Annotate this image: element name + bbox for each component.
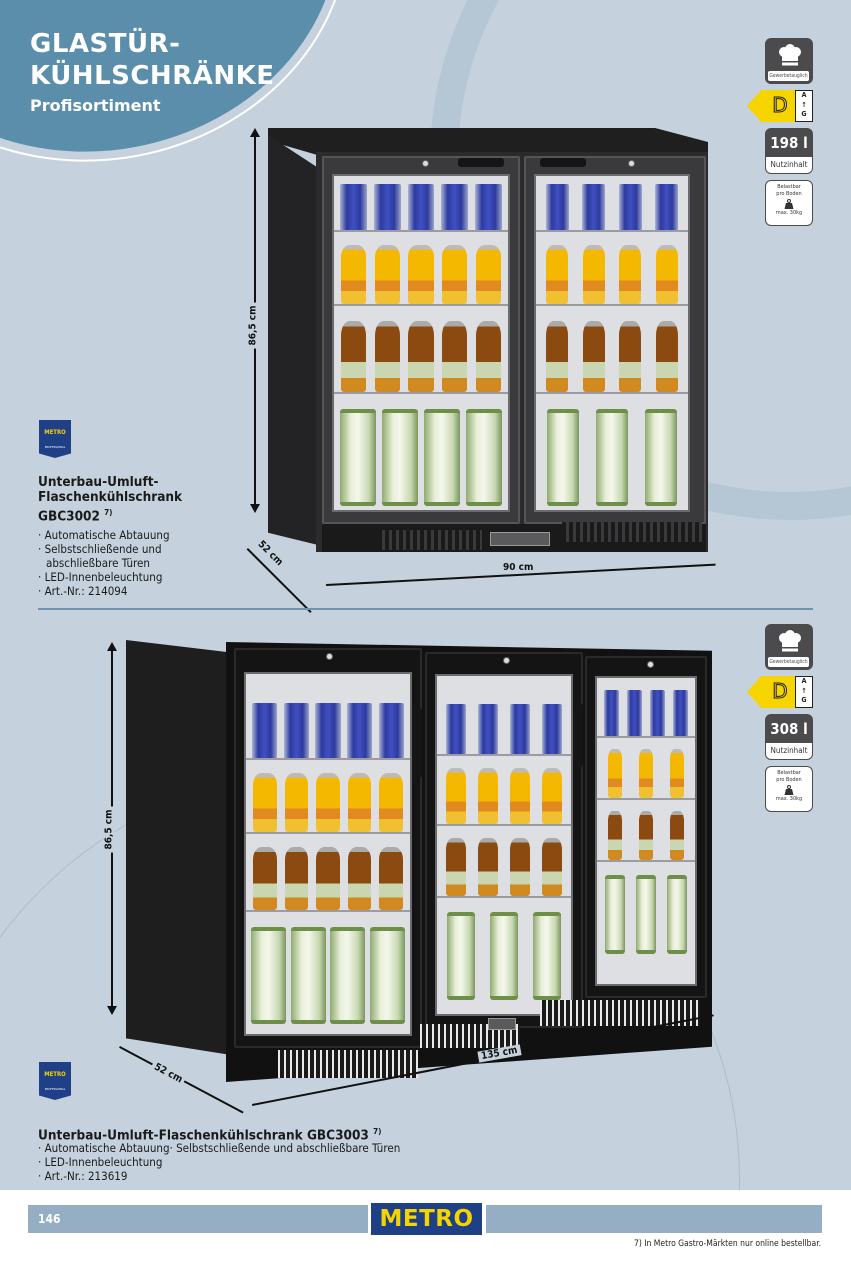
fridge-door [585, 656, 707, 998]
temperature-controller [488, 1018, 516, 1030]
product-name: Unterbau-Umluft- Flaschenkühlschrank GBC… [38, 474, 183, 525]
door-handle [413, 708, 422, 778]
fridge-door [524, 156, 706, 524]
title-line-2: KÜHLSCHRÄNKE [30, 61, 275, 91]
title-line-1: GLASTÜR- [30, 29, 181, 59]
feature-item: LED-Innenbeleuchtung [38, 1155, 400, 1169]
arrow-up-icon: ↑ [801, 100, 807, 109]
feature-item: Automatische Abtauung [38, 528, 170, 542]
arrow-up-icon [250, 128, 260, 137]
lock-icon [628, 160, 635, 167]
energy-scale: A ↑ G [795, 676, 813, 708]
product-badges: Gewerbetauglich D A ↑ G 198 l Nutzinhalt… [747, 38, 817, 226]
feature-list: Automatische Abtauung Selbstschließende … [38, 528, 170, 598]
door-glass [244, 672, 412, 1036]
feature-item: Art.-Nr.: 214094 [38, 584, 170, 598]
arrow-down-icon [250, 504, 260, 513]
lock-icon [422, 160, 429, 167]
page-subtitle: Profisortiment [30, 96, 161, 115]
fridge-door [322, 156, 520, 524]
shelf-load-badge: Belastbar pro Boden max. 30kg [765, 766, 813, 812]
commercial-badge: Gewerbetauglich [765, 624, 813, 670]
section-divider [38, 608, 813, 610]
door-glass [534, 174, 690, 512]
volume-badge: 198 l Nutzinhalt [765, 128, 813, 174]
product-name: Unterbau-Umluft-Flaschenkühlschrank GBC3… [38, 1127, 382, 1144]
volume-value: 198 l [770, 134, 808, 152]
metro-professional-badge: METRO PROFESSIONAL [39, 420, 71, 458]
door-glass [332, 174, 510, 512]
energy-label: D A ↑ G [747, 90, 813, 122]
door-handle [540, 158, 586, 167]
weight-icon [784, 785, 794, 795]
lock-icon [326, 653, 333, 660]
arrow-up-icon [107, 642, 117, 651]
page-number: 146 [38, 1212, 61, 1226]
feature-list: Automatische Abtauung· Selbstschließende… [38, 1141, 401, 1183]
temperature-controller [490, 532, 550, 546]
feature-item: LED-Innenbeleuchtung [38, 570, 170, 584]
footnote-reference: 7) [104, 508, 113, 517]
energy-class: D [772, 93, 788, 118]
volume-label: Nutzinhalt [766, 157, 812, 173]
lock-icon [503, 657, 510, 664]
door-handle [458, 158, 504, 167]
shelf-load-badge: Belastbar pro Boden max. 30kg [765, 180, 813, 226]
fridge-door [425, 652, 583, 1028]
footer-bar-right [486, 1205, 822, 1233]
lock-icon [647, 661, 654, 668]
arrow-up-icon: ↑ [801, 686, 807, 695]
page-title: GLASTÜR- KÜHLSCHRÄNKE [30, 28, 275, 92]
energy-class: D [772, 679, 788, 704]
arrow-down-icon [107, 1006, 117, 1015]
product-badges: Gewerbetauglich D A ↑ G 308 l Nutzinhalt… [747, 624, 817, 812]
energy-label: D A ↑ G [747, 676, 813, 708]
weight-icon [784, 199, 794, 209]
commercial-badge: Gewerbetauglich [765, 38, 813, 84]
footer-bar-left [28, 1205, 368, 1233]
energy-scale: A ↑ G [795, 90, 813, 122]
volume-badge: 308 l Nutzinhalt [765, 714, 813, 760]
door-glass [595, 676, 697, 986]
footnote: 7) In Metro Gastro-Märkten nur online be… [634, 1239, 821, 1249]
commercial-label: Gewerbetauglich [768, 71, 809, 81]
chef-hat-icon [779, 44, 801, 66]
door-handle [574, 703, 583, 767]
footnote-reference: 7) [373, 1127, 382, 1136]
fridge-door [234, 648, 422, 1048]
metro-professional-badge: METRO PROFESSIONAL [39, 1062, 71, 1100]
commercial-label: Gewerbetauglich [768, 657, 809, 667]
chef-hat-icon [779, 630, 801, 652]
door-glass [435, 674, 573, 1016]
feature-item: Automatische Abtauung· Selbstschließende… [38, 1141, 401, 1155]
volume-value: 308 l [770, 720, 808, 738]
metro-logo: METRO [371, 1203, 482, 1235]
feature-item: Art.-Nr.: 213619 [38, 1169, 400, 1183]
volume-label: Nutzinhalt [766, 743, 812, 759]
